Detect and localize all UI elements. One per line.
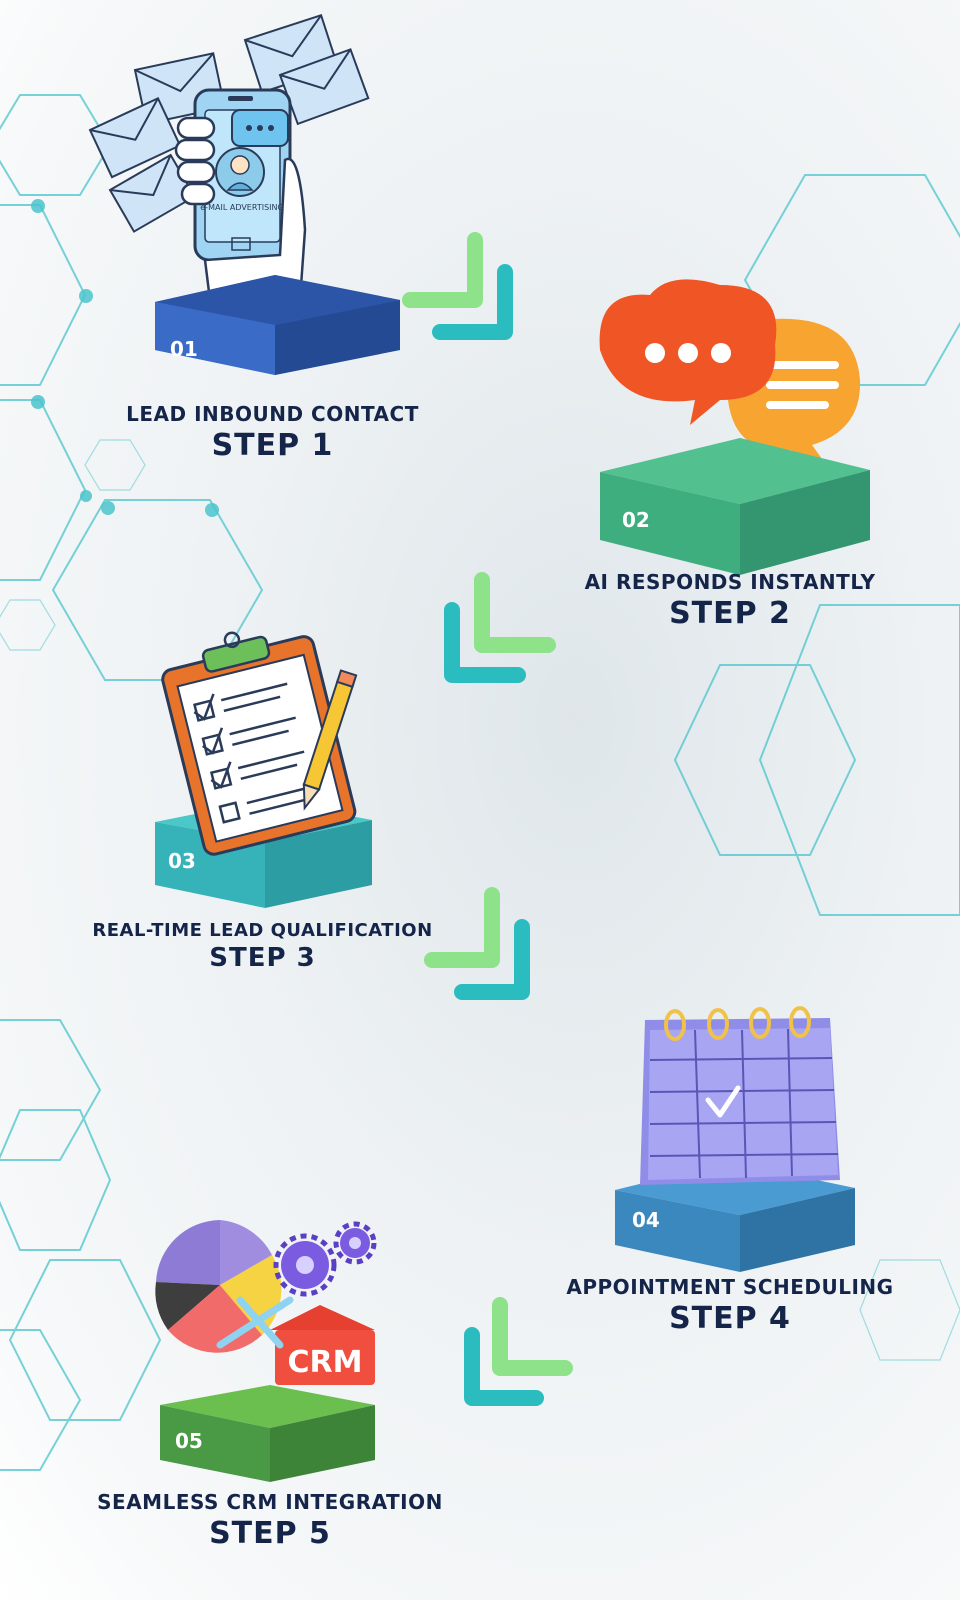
step-3-title: REAL-TIME LEAD QUALIFICATION	[92, 920, 433, 941]
step-1-caption: LEAD INBOUND CONTACT STEP 1	[100, 402, 445, 463]
arrow-4-to-5	[464, 1297, 573, 1406]
step-4-title: APPOINTMENT SCHEDULING	[566, 1275, 894, 1299]
step-2-label: STEP 2	[669, 596, 791, 631]
arrow-2-to-3	[444, 572, 556, 683]
step-1-label: STEP 1	[211, 428, 334, 463]
step-5-label: STEP 5	[209, 1516, 331, 1551]
step-1-title: LEAD INBOUND CONTACT	[126, 402, 419, 426]
step-4-label: STEP 4	[669, 1301, 791, 1336]
step-3-label: STEP 3	[209, 943, 316, 973]
arrow-1-to-2	[402, 232, 513, 340]
step-5-title: SEAMLESS CRM INTEGRATION	[97, 1490, 443, 1514]
step-5-caption: SEAMLESS CRM INTEGRATION STEP 5	[95, 1490, 445, 1551]
step-2-title: AI RESPONDS INSTANTLY	[584, 570, 876, 594]
step-3-caption: REAL-TIME LEAD QUALIFICATION STEP 3	[75, 920, 450, 973]
step-2-caption: AI RESPONDS INSTANTLY STEP 2	[560, 570, 900, 631]
step-4-caption: APPOINTMENT SCHEDULING STEP 4	[555, 1275, 905, 1336]
arrow-3-to-4	[424, 887, 530, 1000]
